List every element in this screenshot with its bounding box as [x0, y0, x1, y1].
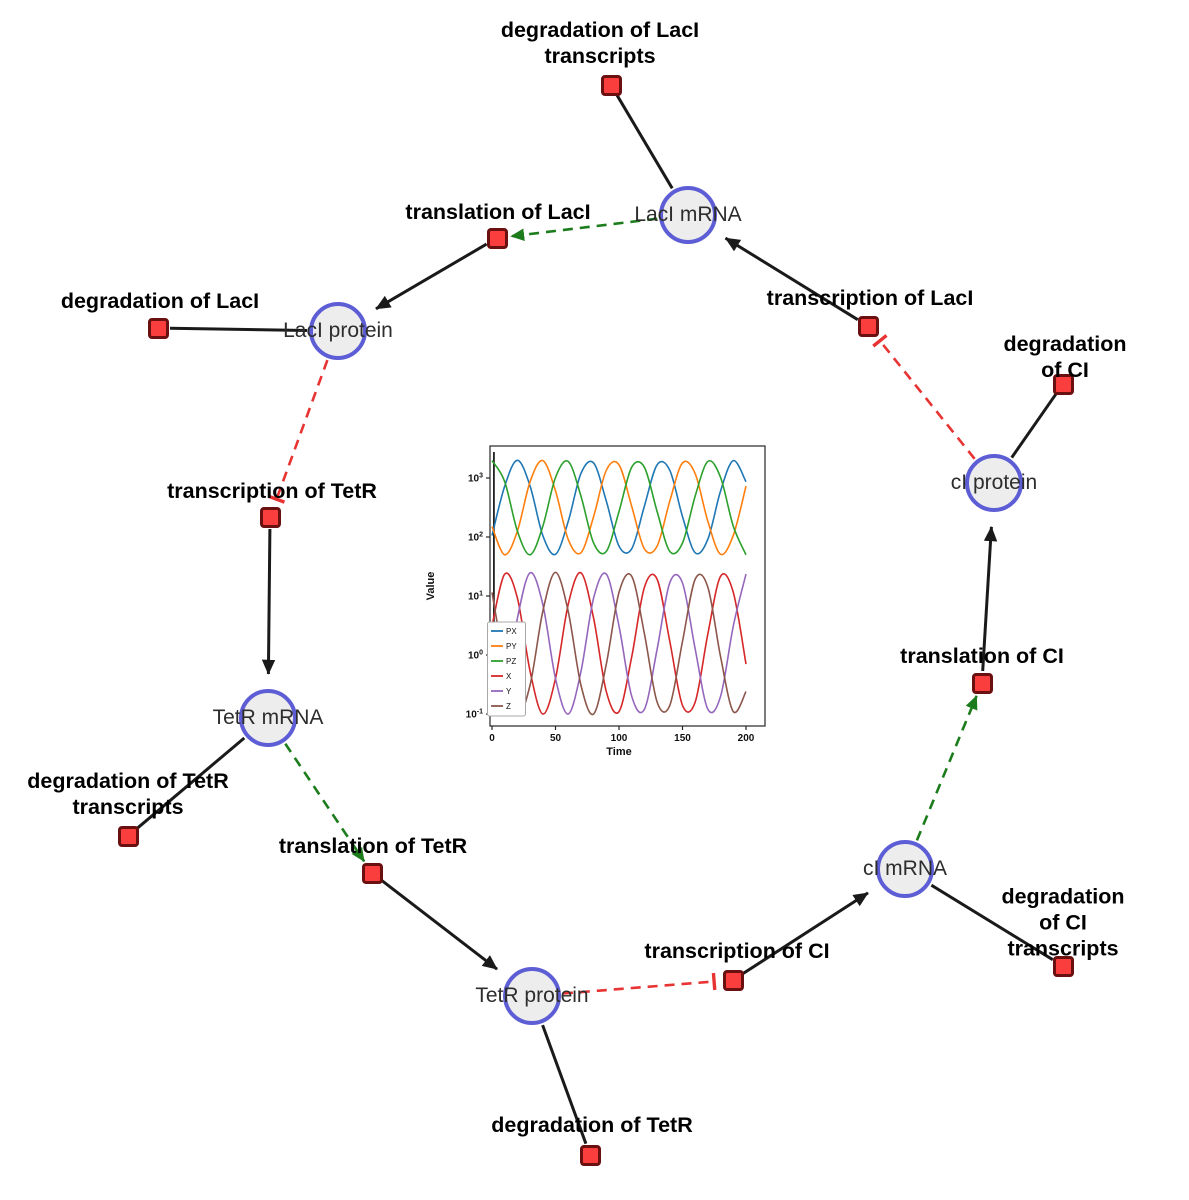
edge-product-transl_ci-ci_protein: [981, 526, 998, 672]
edge-inhibition-laci_protein-txn_tetr: [267, 359, 329, 504]
x-axis-label: Time: [606, 746, 631, 758]
edge-reactant-tetr_protein-deg_tetr: [541, 1024, 588, 1145]
y-tick-label: 10-1: [466, 709, 483, 721]
reaction-node-deg_tetr[interactable]: [579, 1144, 601, 1166]
species-label-ci_protein: cI protein: [950, 471, 1038, 494]
species-node-laci_mrna[interactable]: [659, 186, 717, 244]
species-label-laci_protein: LacI protein: [283, 319, 393, 342]
reaction-label-deg_laci: degradation of LacI: [60, 288, 260, 313]
reaction-node-txn_laci[interactable]: [857, 315, 879, 337]
legend-label-Z: Z: [506, 702, 511, 711]
reaction-label-transl_tetr: translation of TetR: [278, 833, 468, 858]
edge-modifier-tetr_mrna-transl_tetr: [284, 742, 366, 863]
reaction-node-deg_laci[interactable]: [147, 317, 169, 339]
reaction-node-transl_ci[interactable]: [971, 672, 993, 694]
x-tick-label: 200: [738, 733, 755, 744]
reaction-node-transl_tetr[interactable]: [361, 862, 383, 884]
y-axis-label: Value: [425, 572, 437, 601]
series-line-X: [491, 571, 747, 715]
reaction-node-deg_ci_tx[interactable]: [1052, 955, 1074, 977]
edge-product-txn_tetr-tetr_mrna: [261, 528, 276, 675]
species-label-tetr_protein: TetR protein: [475, 984, 589, 1007]
series-group: [491, 452, 747, 716]
series-line-Y: [491, 571, 747, 715]
species-node-laci_protein[interactable]: [309, 302, 367, 360]
legend-label-PX: PX: [506, 627, 517, 636]
reaction-node-deg_tetr_tx[interactable]: [117, 825, 139, 847]
x-tick-label: 50: [550, 733, 562, 744]
species-node-tetr_protein[interactable]: [503, 967, 561, 1025]
legend-label-PZ: PZ: [506, 657, 516, 666]
x-tick-label: 0: [489, 733, 495, 744]
edge-product-transl_tetr-tetr_protein: [380, 879, 499, 971]
legend-label-Y: Y: [506, 687, 512, 696]
reaction-node-deg_ci[interactable]: [1052, 373, 1074, 395]
reaction-label-txn_ci: transcription of CI: [644, 938, 830, 963]
edge-inhibition-ci_protein-txn_laci: [872, 334, 976, 460]
edge-reactant-laci_mrna-deg_laci_tx: [615, 94, 674, 190]
edge-reactant-laci_protein-deg_laci: [169, 326, 308, 332]
series-line-PX: [491, 459, 747, 556]
species-node-ci_protein[interactable]: [965, 454, 1023, 512]
series-line-PZ: [491, 459, 747, 556]
legend-label-PY: PY: [506, 642, 517, 651]
species-label-laci_mrna: LacI mRNA: [634, 203, 742, 226]
reaction-label-deg_tetr: degradation of TetR: [491, 1112, 693, 1137]
edge-product-transl_laci-laci_protein: [375, 242, 488, 311]
reaction-node-txn_tetr[interactable]: [259, 506, 281, 528]
y-tick-label: 101: [468, 591, 483, 603]
edge-reactant-ci_protein-deg_ci: [1010, 392, 1058, 459]
series-line-PY: [491, 459, 747, 556]
reaction-node-txn_ci[interactable]: [722, 969, 744, 991]
reaction-label-transl_ci: translation of CI: [900, 643, 1064, 668]
x-tick-label: 100: [611, 733, 628, 744]
y-tick-label: 100: [468, 650, 483, 662]
species-node-ci_mrna[interactable]: [876, 840, 934, 898]
reaction-label-deg_ci: degradation of CI: [1003, 331, 1127, 382]
species-node-tetr_mrna[interactable]: [239, 689, 297, 747]
edge-product-txn_ci-ci_mrna: [742, 891, 869, 975]
reaction-label-transl_laci: translation of LacI: [405, 199, 591, 224]
reaction-node-transl_laci[interactable]: [486, 227, 508, 249]
species-label-tetr_mrna: TetR mRNA: [212, 706, 324, 729]
reaction-node-deg_laci_tx[interactable]: [600, 74, 622, 96]
legend-label-X: X: [506, 672, 512, 681]
reaction-label-deg_tetr_tx: degradation of TetR transcripts: [27, 768, 229, 819]
reaction-label-txn_tetr: transcription of TetR: [167, 478, 377, 503]
edge-modifier-laci_mrna-transl_laci: [510, 217, 658, 241]
y-tick-label: 103: [468, 473, 483, 485]
edge-modifier-ci_mrna-transl_ci: [915, 695, 978, 841]
reaction-label-txn_laci: transcription of LacI: [766, 285, 974, 310]
edge-inhibition-tetr_protein-txn_ci: [562, 972, 717, 995]
reaction-label-deg_ci_tx: degradation of CI transcripts: [1001, 884, 1125, 962]
edge-product-txn_laci-laci_mrna: [724, 236, 859, 321]
edge-reactant-ci_mrna-deg_ci_tx: [930, 883, 1054, 961]
y-tick-label: 102: [468, 532, 483, 544]
species-label-ci_mrna: cI mRNA: [863, 857, 947, 880]
chart-legend: PX PY PZ XYZ: [487, 621, 526, 717]
reaction-label-deg_laci_tx: degradation of LacI transcripts: [500, 17, 700, 68]
edge-reactant-tetr_mrna-deg_tetr_tx: [136, 736, 246, 830]
x-tick-label: 150: [674, 733, 691, 744]
series-line-Z: [491, 571, 747, 716]
